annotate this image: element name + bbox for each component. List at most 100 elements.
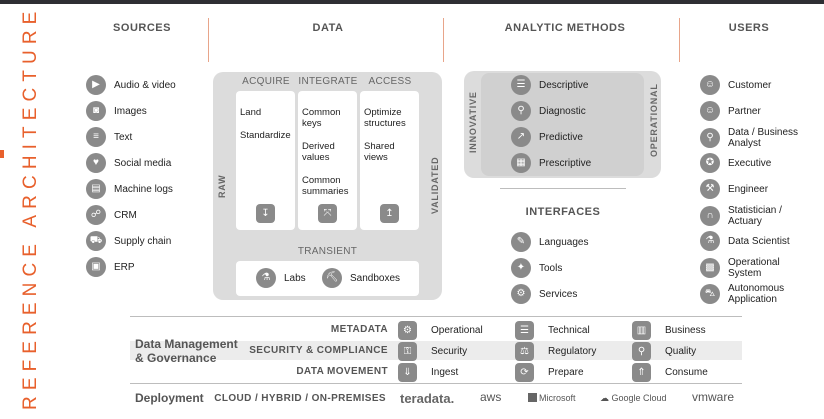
microsoft-logo-icon [528, 393, 537, 402]
transient-label-labs: Labs [284, 272, 306, 284]
car-icon: ⛍ [700, 284, 720, 304]
users-header: USERS [728, 22, 770, 34]
data-column-item: Derived values [302, 141, 335, 163]
user-item: ⚲Data / Business Analyst [700, 127, 815, 149]
bell-curve-icon: ∩ [700, 206, 720, 226]
erp-icon: ▣ [86, 257, 106, 277]
separator [443, 18, 444, 62]
user-label: Data Scientist [728, 235, 790, 247]
method-item: ↗Predictive [511, 127, 583, 147]
analytic-methods-header: ANALYTIC METHODS [504, 22, 626, 34]
governance-item-label: Consume [665, 367, 708, 378]
source-label: Social media [114, 157, 172, 169]
ingest-icon: ⇓ [398, 363, 417, 382]
truck-icon: ⛟ [86, 231, 106, 251]
text-document-icon: ≡ [86, 127, 106, 147]
method-item: ⚲Diagnostic [511, 101, 586, 121]
data-column-item: Land [240, 107, 262, 118]
vendor-microsoft-label: Microsoft [539, 393, 576, 403]
user-item: ☺Customer [700, 75, 815, 95]
lightbulb-icon: ✦ [511, 258, 531, 278]
user-label: Executive [728, 157, 772, 169]
source-label: Audio & video [114, 79, 176, 91]
user-label: Statistician / Actuary [728, 205, 782, 227]
source-item: ☍CRM [86, 205, 137, 225]
clipboard-icon: ▦ [511, 153, 531, 173]
source-item: ≡Text [86, 127, 132, 147]
transient-label: TRANSIENT [297, 246, 358, 257]
data-column-item: Shared views [364, 141, 395, 163]
sources-header: SOURCES [113, 22, 171, 34]
consume-icon: ⇑ [632, 363, 651, 382]
interface-label: Services [539, 288, 578, 300]
transient-item-sandboxes: ⛏ Sandboxes [322, 268, 400, 288]
crm-people-icon: ☍ [86, 205, 106, 225]
separator [679, 18, 680, 62]
lock-icon: ⚿ [398, 342, 417, 361]
vendor-vmware: vmware [692, 390, 735, 404]
arrow-down-icon: ↧ [256, 204, 275, 223]
cycle-icon: ⟳ [515, 363, 534, 382]
governance-item-label: Security [431, 346, 468, 357]
cloud-icon: ☁ [600, 393, 612, 403]
beaker-icon: ⚗ [700, 231, 720, 251]
governance-top-line [130, 316, 742, 317]
deployment-label: Deployment [135, 391, 204, 405]
method-label: Descriptive [539, 79, 589, 91]
source-label: Images [114, 105, 147, 117]
source-label: Supply chain [114, 235, 172, 247]
source-item: ▣ ERP [86, 257, 135, 277]
governance-item: ⟳Prepare [515, 363, 584, 382]
user-label: Customer [728, 79, 772, 91]
method-item: ▦ Prescriptive [511, 153, 591, 173]
method-label: Diagnostic [539, 105, 586, 117]
user-label: Engineer [728, 183, 769, 195]
user-item: ▩Operational System [700, 257, 815, 279]
data-column-item: Common keys [302, 107, 341, 129]
operational-label: OPERATIONAL [649, 83, 659, 157]
interface-label: Languages [539, 236, 589, 248]
shovel-icon: ⛏ [322, 268, 342, 288]
data-column-item: Optimize structures [364, 107, 406, 129]
raw-label: RAW [217, 174, 227, 198]
wrench-icon: ⚒ [700, 179, 720, 199]
column-header: ACQUIRE [242, 76, 290, 87]
source-item: ⛟ Supply chain [86, 231, 171, 251]
vendor-google-cloud: ☁ Google Cloud [600, 393, 667, 404]
user-item: ✪Executive [700, 153, 815, 173]
page-title: REFERENCE ARCHITECTURE [20, 5, 41, 410]
interface-item: ✦ Tools [511, 258, 562, 278]
source-label: ERP [114, 261, 135, 273]
interfaces-header: INTERFACES [525, 206, 601, 218]
system-chart-icon: ▩ [700, 258, 720, 278]
data-header: DATA [312, 22, 344, 34]
source-item: ◙Images [86, 101, 147, 121]
data-column-item: Common summaries [302, 175, 349, 197]
governance-item: ⇓Ingest [398, 363, 458, 382]
governance-row-label: SECURITY & COMPLIANCE [249, 345, 388, 356]
transient-item-labs: ⚗ Labs [256, 268, 306, 288]
data-column-item: Standardize [240, 130, 291, 141]
user-label: Partner [728, 105, 761, 117]
person-icon: ☺ [700, 101, 720, 121]
innovative-label: INNOVATIVE [468, 91, 478, 153]
separator [208, 18, 209, 62]
interface-item: ✎Languages [511, 232, 589, 252]
interface-label: Tools [539, 262, 563, 274]
audio-video-icon: ▶ [86, 75, 106, 95]
vendor-teradata: teradata. [400, 391, 455, 406]
database-icon: ☰ [515, 321, 534, 340]
method-label: Prescriptive [539, 157, 592, 169]
validated-label: VALIDATED [430, 156, 440, 214]
user-item: ☺ Partner [700, 101, 815, 121]
governance-item: ⚲Quality [632, 342, 696, 361]
vendor-google-label: Google Cloud [611, 393, 667, 403]
governance-item: ⚙Operational [398, 321, 483, 340]
magnifier-icon: ⚲ [632, 342, 651, 361]
governance-label: Data Management & Governance [135, 337, 238, 365]
thumbs-up-icon: ♥ [86, 153, 106, 173]
gears-icon: ⚙ [398, 321, 417, 340]
